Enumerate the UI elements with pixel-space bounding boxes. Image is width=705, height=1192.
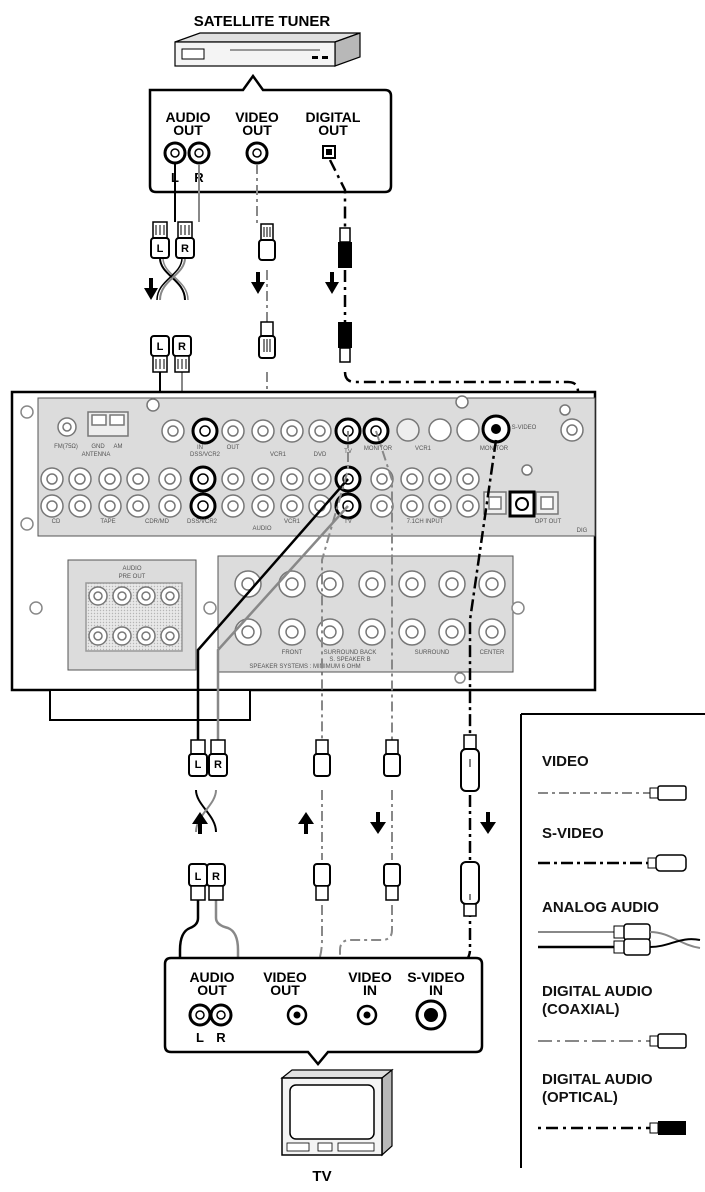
tv-jacks: [188, 999, 447, 1031]
legend-analog-label: ANALOG AUDIO: [542, 899, 659, 916]
opt-out-label: OPT OUT: [535, 519, 562, 525]
surround-label: SURROUND: [415, 650, 450, 656]
top-plug-r-2: R: [178, 341, 186, 353]
out-label-top: OUT: [227, 445, 240, 451]
legend-optical-label-1: DIGITAL AUDIO: [542, 1071, 653, 1088]
legend-coax-label-1: DIGITAL AUDIO: [542, 983, 653, 1000]
pre-out-label: PRE OUT: [119, 574, 146, 580]
monitor-label-1: MONITOR: [364, 446, 393, 452]
satellite-tuner-title: SATELLITE TUNER: [194, 13, 331, 30]
pre-out-title: AUDIO: [122, 566, 141, 572]
top-plug-r-1: R: [181, 243, 189, 255]
gnd-label: GND: [91, 444, 105, 450]
speaker-b-label: S. SPEAKER B: [329, 657, 370, 663]
bottom-plug-r-2: R: [212, 871, 220, 883]
dig-label: DIG: [577, 528, 588, 534]
tape-label: TAPE: [100, 519, 115, 525]
top-plug-l-1: L: [157, 243, 164, 255]
legend-coax-sample: [538, 1033, 687, 1049]
cd-label: CD: [52, 519, 61, 525]
front-label: FRONT: [282, 650, 303, 656]
tuner-audio-out-label-1: AUDIO: [165, 109, 210, 125]
svideo-label: S-VIDEO: [512, 425, 537, 431]
direction-arrows-bottom: [192, 812, 496, 834]
tv-audio-out-label-2: OUT: [197, 982, 227, 998]
bottom-plug-l-1: L: [195, 759, 202, 771]
tv-connection-panel: [163, 956, 484, 1066]
vcr1-bottom-label: VCR1: [284, 519, 301, 525]
legend-video-label: VIDEO: [542, 753, 589, 770]
tv-right-label: R: [216, 1030, 226, 1045]
cdr-md-label: CDR/MD: [145, 519, 170, 525]
legend-svideo-label: S-VIDEO: [542, 825, 604, 842]
tv-svideo-in-label-1: S-VIDEO: [407, 969, 465, 985]
tv-svideo-in-label-2: IN: [429, 982, 443, 998]
in-label-top: IN: [197, 445, 203, 451]
receiver-jacks: [40, 395, 584, 652]
tv-audio-cable: [178, 478, 349, 980]
down-arrows-top: [144, 272, 339, 300]
tuner-digital-out-label-1: DIGITAL: [306, 109, 361, 125]
ch-input-label: 7.1CH INPUT: [407, 519, 444, 525]
tv-bottom-label: TV: [344, 519, 352, 525]
top-plugs: L R L R: [150, 221, 352, 373]
legend: [520, 713, 705, 1168]
antenna-label: ANTENNA: [82, 452, 111, 458]
legend-analog-sample: [538, 923, 701, 956]
legend-svideo-sample: [538, 854, 687, 872]
vcr1-top-label: VCR1: [270, 452, 287, 458]
tv-title: TV: [312, 1168, 331, 1185]
tuner-video-out-label-2: OUT: [242, 122, 272, 138]
dss-vcr2-bottom-label: DSS/VCR2: [187, 519, 218, 525]
tv-video-in-label-2: IN: [363, 982, 377, 998]
fm-label: FM(75Ω): [54, 444, 78, 450]
legend-optical-sample: [538, 1121, 686, 1135]
tv-video-in-label-1: VIDEO: [348, 969, 392, 985]
tuner-audio-out-label-2: OUT: [173, 122, 203, 138]
tv-video-out-label-2: OUT: [270, 982, 300, 998]
tv-left-label: L: [196, 1030, 204, 1045]
vcr1-svideo-label: VCR1: [415, 446, 432, 452]
tuner-video-out-label-1: VIDEO: [235, 109, 279, 125]
satellite-tuner-device: [174, 32, 361, 67]
tv-device: [280, 1068, 394, 1157]
legend-optical-label-2: (OPTICAL): [542, 1089, 618, 1106]
top-plug-l-2: L: [157, 341, 164, 353]
audio-label: AUDIO: [252, 526, 271, 532]
center-label: CENTER: [480, 650, 505, 656]
tuner-video-cable: [213, 164, 268, 429]
am-label: AM: [114, 444, 123, 450]
legend-coax-label-2: (COAXIAL): [542, 1001, 620, 1018]
bottom-plug-l-2: L: [195, 871, 202, 883]
tuner-jacks: [163, 141, 336, 165]
tv-audio-out-label-1: AUDIO: [189, 969, 234, 985]
tv-video-out-label-1: VIDEO: [263, 969, 307, 985]
tuner-digital-out-label-2: OUT: [318, 122, 348, 138]
surround-back-label: SURROUND BACK: [324, 650, 377, 656]
bottom-plugs: L R L R: [188, 734, 480, 917]
bottom-plug-r-1: R: [214, 759, 222, 771]
speaker-systems-label: SPEAKER SYSTEMS : MINIMUM 6 OHM: [249, 664, 360, 670]
tuner-digital-cable: [328, 159, 580, 421]
dvd-top-label: DVD: [314, 452, 327, 458]
dss-vcr2-top-label: DSS/VCR2: [190, 452, 221, 458]
legend-video-sample: [538, 785, 687, 801]
